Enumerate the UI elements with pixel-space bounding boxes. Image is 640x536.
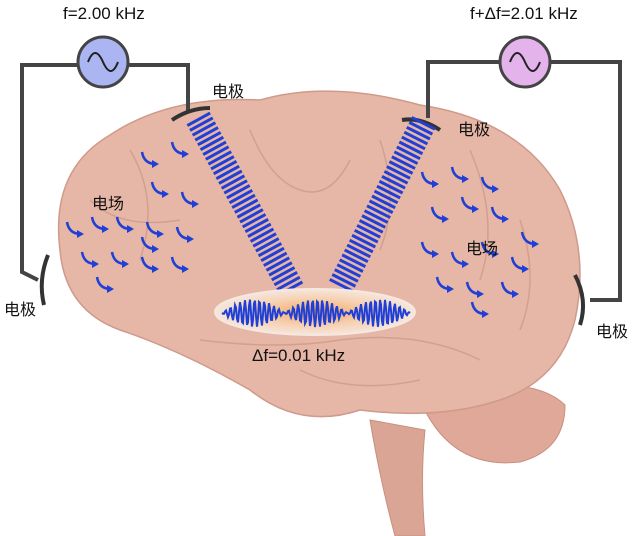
field-arrow-head [522,265,529,273]
field-arrow-head [157,230,164,238]
field-arrow-head [152,245,159,253]
field-arrow-head [182,150,189,158]
right-source [498,35,552,89]
left-source [76,35,130,89]
field-arrow-head [492,185,499,193]
right-frequency-label: f+Δf=2.01 kHz [470,4,578,23]
field-arrow-head [472,205,479,213]
field-arrow-head [462,175,469,183]
field-arrow-head [442,215,449,223]
sine-icon [87,52,119,72]
electrode-label-bottom-right: 电极 [596,322,629,341]
focal-region [214,288,416,336]
field-arrow-head [447,285,454,293]
wires [20,60,622,302]
field-arrow-head [122,260,129,268]
electrode-label-top-right: 电极 [458,120,491,139]
field-arrow-head [512,290,519,298]
field-arrow-head [477,290,484,298]
field-label-left: 电场 [92,194,125,213]
field-arrow-head [432,250,439,258]
field-label-right: 电场 [466,239,499,258]
cerebrum [57,90,581,418]
left-frequency-label: f=2.00 kHz [63,4,145,23]
field-arrow-head [502,215,509,223]
sine-icon [509,52,541,72]
brainstem [369,419,426,536]
beat-frequency-label: Δf=0.01 kHz [252,346,346,365]
field-arrow-head [492,250,499,258]
field-arrow-head [152,265,159,273]
electrode-bottom-right [573,274,586,326]
beat-waveform [221,299,411,328]
field-arrow-head [102,225,109,233]
field-arrow-head [107,285,114,293]
field-arrow-head [152,160,159,168]
electrode-label-top-left: 电极 [212,82,245,101]
field-arrow-head [432,180,439,188]
beam-right [328,116,436,294]
field-arrows [65,141,539,318]
field-arrow-head [77,230,84,238]
electrode-bottom-left [39,254,50,306]
field-arrow-head [162,190,169,198]
field-arrow-head [187,235,194,243]
field-arrow-head [532,240,539,248]
electrode-label-bottom-left: 电极 [4,300,37,319]
field-arrow-head [127,225,134,233]
field-arrow-head [482,310,489,318]
field-arrow-head [192,200,199,208]
field-arrow-head [462,260,469,268]
field-arrow-head [92,260,99,268]
field-arrow-head [182,265,189,273]
electrode-top-left [170,106,211,122]
